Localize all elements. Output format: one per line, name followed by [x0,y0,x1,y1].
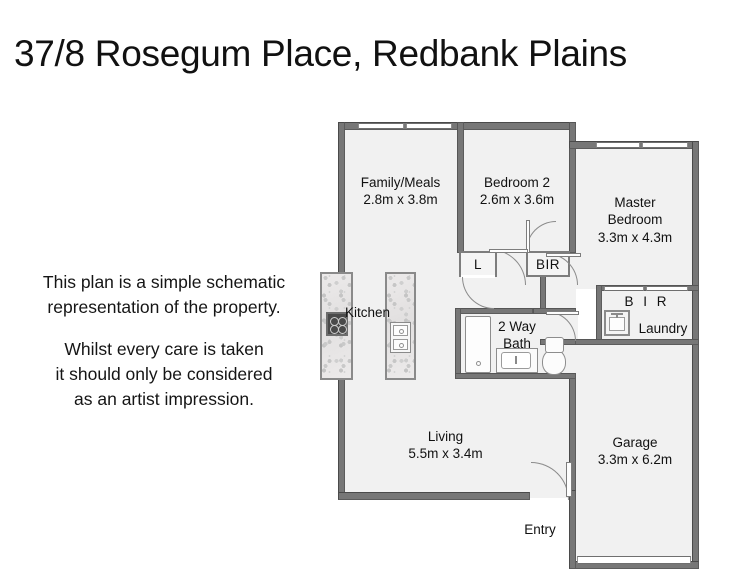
disclaimer-line-3: Whilst every care is taken [64,339,264,359]
basin-tap-icon [515,356,517,364]
label-laundry: Laundry [634,320,692,337]
label-family-meals: Family/Meals 2.8m x 3.8m [343,174,458,209]
label-master-bedroom-name2: Bedroom [607,212,663,228]
label-master-bedroom: Master Bedroom 3.3m x 4.3m [576,194,694,246]
kitchen-sink-icon [390,322,411,353]
laundry-tub-basin [609,317,625,331]
burner-icon [338,325,347,334]
label-family-meals-dims: 2.8m x 3.8m [363,192,438,208]
disclaimer-line-4: it should only be considered [55,363,273,384]
label-laundry-name: Laundry [638,321,688,336]
laundry-tub-icon [604,310,630,336]
label-two-way-bath: 2 Way Bath [487,318,547,353]
label-garage-dims: 3.3m x 6.2m [597,452,673,468]
bath-door-leaf[interactable] [546,311,579,315]
wall-bath-north-left [455,308,533,314]
label-kitchen: Kitchen [345,304,391,321]
toilet-tank-icon [545,337,564,353]
room-master-bedroom [576,148,694,289]
label-living-name: Living [427,429,464,444]
disclaimer-line-2: representation of the property. [47,296,281,317]
wall-laundry-west [596,285,602,345]
wall-bath-south [455,373,576,379]
label-garage-name: Garage [612,435,658,450]
room-bedroom-2 [463,129,571,246]
disclaimer-block-1: This plan is a simple schematic represen… [14,270,314,320]
window-master-1 [596,142,640,148]
label-bedroom-2-dims: 2.6m x 3.6m [479,192,555,208]
label-bir-master: B I R [624,294,670,309]
label-living: Living 5.5m x 3.4m [343,428,548,463]
wall-laundry-south [569,339,699,345]
label-garage: Garage 3.3m x 6.2m [576,434,694,469]
wall-south-living [338,492,530,500]
cooktop-icon [326,312,348,336]
label-master-bedroom-dims: 3.3m x 4.3m [597,229,673,245]
window-master-2 [642,142,688,148]
entry-door-leaf[interactable] [566,462,572,497]
window-bir-master-top [604,286,644,291]
master-door-leaf[interactable] [546,253,581,257]
disclaimer-block-2: Whilst every care is taken it should onl… [14,337,314,412]
label-linen-closet: L [473,257,482,272]
label-bedroom-2-name: Bedroom 2 [483,175,551,190]
label-bir-bedroom2: BIR [535,257,560,272]
label-living-dims: 5.5m x 3.4m [408,446,483,462]
wall-bath-west [455,308,461,379]
disclaimer-line-1: This plan is a simple schematic [42,272,286,292]
wall-bedroom2-east [569,122,576,253]
sink-drain-upper [399,329,404,334]
label-entry: Entry [524,522,556,537]
room-garage [576,345,694,560]
window-family-meals-1 [358,123,404,129]
linen-closet-opening [461,275,495,278]
label-master-bedroom-name1: Master [614,195,656,210]
window-family-meals-2 [406,123,452,129]
label-two-way-bath-name1: 2 Way [498,319,536,334]
wall-garage-west [569,490,576,569]
label-family-meals-name: Family/Meals [360,175,441,190]
label-two-way-bath-name2: Bath [503,336,531,352]
disclaimer-line-5: as an artist impression. [74,388,254,409]
laundry-tap-icon [616,313,618,318]
window-bir-master-top-2 [646,286,688,291]
sink-drain-lower [399,343,404,348]
bir-bedroom2-door-leaf[interactable] [526,220,530,253]
bathtub-icon [465,316,491,373]
garage-door[interactable] [577,556,691,564]
label-kitchen-name: Kitchen [345,305,391,320]
label-bedroom-2: Bedroom 2 2.6m x 3.6m [463,174,571,209]
bedroom2-door-leaf[interactable] [489,249,528,253]
laundry-tap-arm-icon [611,313,623,315]
bathtub-drain [476,361,481,366]
page-title: 37/8 Rosegum Place, Redbank Plains [14,33,628,74]
